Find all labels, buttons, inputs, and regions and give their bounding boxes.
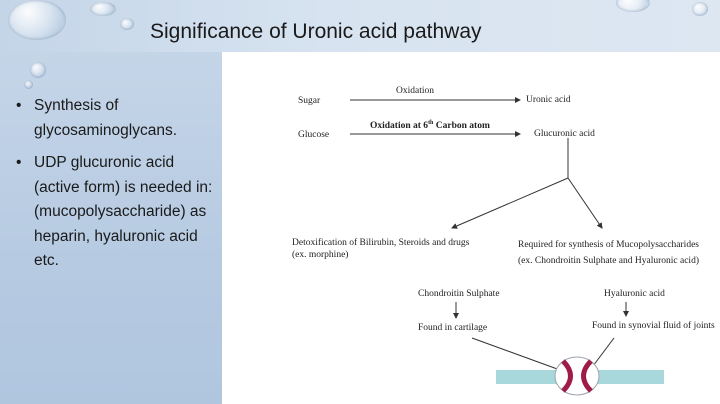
bullet-item: • UDP glucuronic acid (active form) is n… (14, 151, 224, 274)
label-mps-line2: (ex. Chondroitin Sulphate and Hyaluronic… (518, 256, 699, 266)
bullet-marker: • (16, 154, 22, 171)
label-oxidation-c6: Oxidation at 6th Carbon atom (370, 117, 490, 132)
bullet-text: Synthesis of glycosaminoglycans. (34, 97, 178, 139)
label-chondroitin: Chondroitin Sulphate (418, 289, 500, 299)
label-detox-line1: Detoxification of Bilirubin, Steroids an… (292, 238, 470, 248)
pathway-diagram: Sugar Oxidation Uronic acid Glucose Oxid… (222, 52, 720, 404)
bullet-list: • Synthesis of glycosaminoglycans. • UDP… (14, 94, 224, 282)
bubble-decoration (616, 0, 650, 12)
bullet-item: • Synthesis of glycosaminoglycans. (14, 94, 224, 143)
bullet-text: UDP glucuronic acid (active form) is nee… (34, 154, 213, 269)
bubble-decoration (8, 0, 66, 40)
bullet-marker: • (16, 97, 22, 114)
pointer-cartilage-to-joint (471, 337, 561, 371)
diagram-lines (350, 97, 664, 396)
label-cartilage: Found in cartilage (418, 323, 488, 333)
label-uronic-acid: Uronic acid (526, 95, 571, 105)
joint-cartilage-left (561, 359, 573, 393)
oxidation-c6-tail: Carbon atom (435, 121, 490, 132)
label-glucose: Glucose (298, 130, 330, 140)
oxidation-c6-superscript: th (428, 120, 434, 126)
arrow-to-mucopolysaccharides (567, 177, 603, 229)
label-hyaluronic: Hyaluronic acid (604, 289, 665, 299)
label-sugar: Sugar (298, 96, 321, 106)
label-detox-line2: (ex. morphine) (292, 250, 349, 260)
label-mps-line1: Required for synthesis of Mucopolysaccha… (518, 240, 699, 250)
arrow-to-detox (451, 177, 569, 229)
label-synovial: Found in synovial fluid of joints (592, 321, 715, 331)
bubble-decoration (120, 18, 134, 30)
bubble-decoration (692, 2, 708, 16)
label-glucuronic-acid: Glucuronic acid (534, 129, 595, 139)
oxidation-c6-text: Oxidation at 6 (370, 121, 429, 132)
bubble-decoration (90, 2, 116, 16)
bubble-decoration (30, 62, 46, 78)
slide-title: Significance of Uronic acid pathway (150, 20, 482, 43)
bubble-decoration (24, 80, 33, 89)
label-oxidation: Oxidation (396, 86, 434, 96)
joint-cartilage-right (581, 359, 593, 393)
